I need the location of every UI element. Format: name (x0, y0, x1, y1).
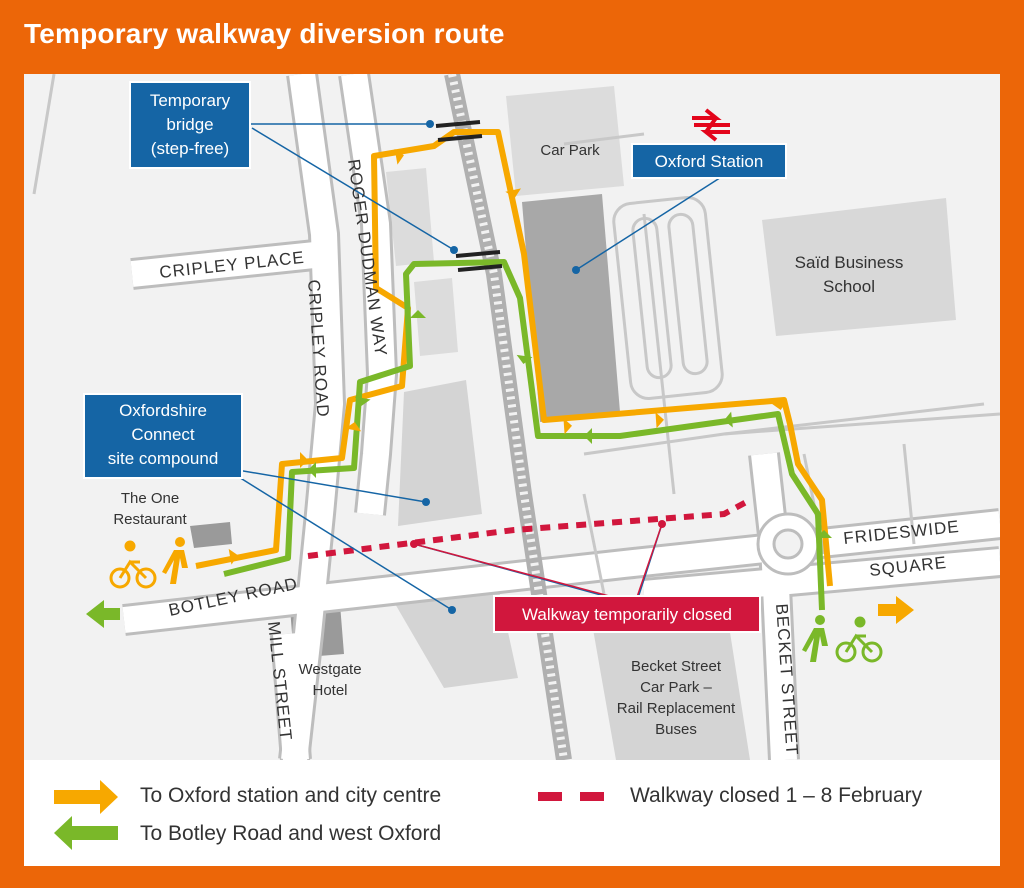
legend-closed: Walkway closed 1 – 8 February (630, 784, 923, 807)
leader-dots (422, 120, 580, 614)
cyclist-icon-east (835, 616, 883, 663)
building-b (414, 278, 458, 356)
direction-arrow-icon (86, 600, 120, 628)
becket-street-car-park-label-4: Buses (655, 721, 697, 738)
legend-dash-red (538, 792, 604, 801)
car-park-label: Car Park (540, 142, 600, 159)
page-title: Temporary walkway diversion route (24, 18, 505, 49)
becket-street-car-park-label-2: Car Park – (640, 679, 712, 696)
becket-street-car-park-building (590, 594, 750, 760)
route-arrows (228, 148, 832, 565)
temporary-bridge-south (455, 250, 503, 272)
becket-street-car-park-label-3: Rail Replacement (617, 700, 736, 717)
svg-text:Walkway temporarily closed: Walkway temporarily closed (522, 605, 732, 624)
compound-building (398, 380, 482, 526)
said-business-school-label-2: School (823, 277, 875, 296)
station-building (522, 194, 620, 422)
route-to-west (223, 259, 825, 611)
callout-leaders-red (413, 523, 663, 601)
said-business-school-building (762, 198, 956, 336)
svg-text:Oxfordshire: Oxfordshire (119, 401, 207, 420)
westgate-hotel-label: Westgate (298, 661, 361, 678)
cyclist-icon (109, 540, 157, 589)
pedestrian-icon-east (802, 615, 828, 662)
streets (32, 74, 1000, 760)
national-rail-icon (692, 108, 730, 142)
car-park-building (506, 86, 624, 196)
legend-to-west: To Botley Road and west Oxford (140, 822, 442, 845)
becket-street-car-park-label: Becket Street (631, 658, 722, 675)
callout-walkway-closed: Walkway temporarily closed (493, 595, 761, 633)
legend-to-city: To Oxford station and city centre (140, 784, 442, 807)
building-a (386, 168, 434, 266)
the-one-restaurant-label-2: Restaurant (113, 511, 187, 528)
legend: To Oxford station and city centre To Bot… (24, 760, 1000, 866)
compound-area-south (394, 586, 518, 688)
westgate-hotel-label-2: Hotel (312, 682, 347, 699)
temporary-bridge-north (435, 120, 483, 142)
callout-site-compound: Oxfordshire Connect site compound (83, 393, 243, 479)
route-to-city (195, 129, 833, 587)
callout-temporary-bridge: Temporary bridge (step-free) (129, 81, 251, 169)
pedestrian-icon (162, 537, 188, 584)
direction-arrow-icon-east (878, 596, 914, 624)
closed-walkway-line (307, 497, 752, 559)
said-business-school-label: Saïd Business (795, 253, 904, 272)
svg-text:Oxford Station: Oxford Station (655, 152, 764, 171)
svg-text:Connect: Connect (131, 425, 195, 444)
callout-oxford-station: Oxford Station (631, 143, 787, 179)
svg-text:(step-free): (step-free) (151, 139, 229, 158)
the-one-restaurant-label: The One (121, 490, 179, 507)
svg-text:Temporary: Temporary (150, 91, 231, 110)
diversion-map: Temporary bridge (step-free) Oxford Stat… (24, 74, 1000, 760)
the-one-restaurant-building (190, 522, 232, 548)
svg-text:bridge: bridge (166, 115, 213, 134)
legend-arrow-green (54, 816, 118, 850)
legend-arrow-orange (54, 780, 118, 814)
svg-text:site compound: site compound (108, 449, 219, 468)
